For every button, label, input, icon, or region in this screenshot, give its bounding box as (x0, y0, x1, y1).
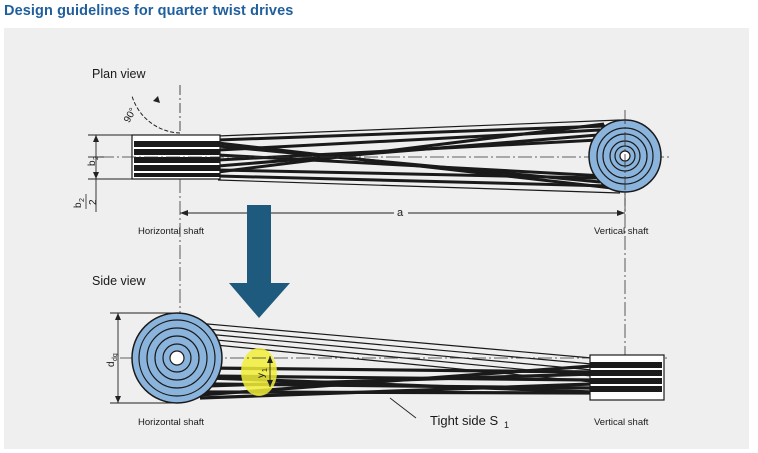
tight-side-sub: 1 (504, 420, 509, 430)
side-vertical-grooves (590, 362, 662, 392)
angle-arc (131, 95, 181, 134)
horizontal-shaft-label-top: Horizontal shaft (138, 226, 204, 237)
plan-horizontal-grooves (134, 141, 220, 177)
ddg-sub: dg (112, 353, 119, 361)
dimension-a-label: a (397, 207, 404, 219)
b2-dimension (88, 134, 132, 180)
plan-belts (217, 122, 613, 190)
side-vertical-pulley (589, 354, 665, 401)
horizontal-shaft-label-bottom: Horizontal shaft (138, 417, 204, 428)
vertical-shaft-label-top: Vertical shaft (594, 226, 649, 237)
b2-sub: 2 (93, 156, 100, 160)
side-view-label: Side view (92, 274, 146, 288)
tight-side-label: Tight side S (430, 413, 498, 428)
side-horizontal-pulley (131, 312, 223, 404)
y1-label: y (256, 373, 267, 378)
vertical-shaft-label-bottom: Vertical shaft (594, 417, 649, 428)
ddg-label: d (106, 361, 117, 367)
b2-half-label: b (73, 202, 84, 208)
angle-arrowhead (153, 96, 160, 103)
y1-highlight (241, 348, 277, 396)
b2-label: b (87, 160, 98, 166)
b2-half-den: 2 (88, 199, 99, 205)
page-title: Design guidelines for quarter twist driv… (4, 3, 294, 19)
plan-view-label: Plan view (92, 67, 146, 81)
angle-label: 90° (122, 106, 139, 125)
view-transition-arrow-icon (229, 205, 290, 318)
tight-side-leader (389, 397, 417, 419)
b2-half-sub: 2 (79, 198, 86, 202)
y1-sub: 1 (262, 368, 269, 372)
ddg-dimension (110, 312, 177, 404)
